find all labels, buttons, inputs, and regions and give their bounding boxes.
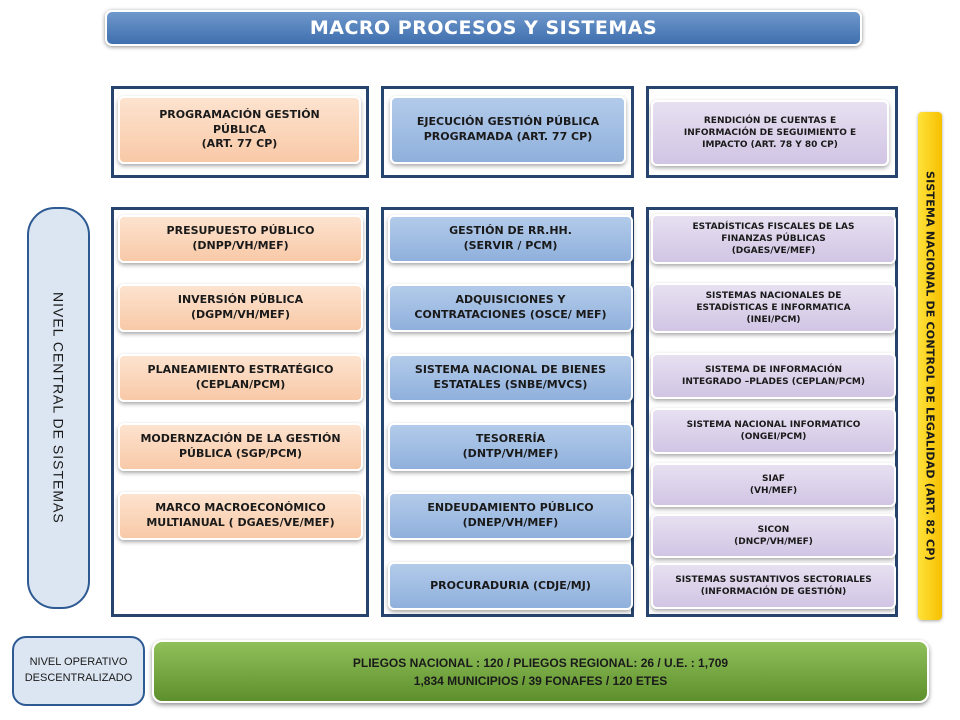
system-nacional-informatico: SISTEMA NACIONAL INFORMATICO (ONGEI/PCM)	[651, 408, 896, 454]
system-informacion-plades: SISTEMA DE INFORMACIÓN INTEGRADO –PLADES…	[651, 353, 896, 399]
system-tesoreria: TESORERÍA (DNTP/VH/MEF)	[388, 423, 633, 471]
pliegos-summary: PLIEGOS NACIONAL : 120 / PLIEGOS REGIONA…	[152, 640, 929, 703]
system-marco-macroeconomico: MARCO MACROECONÓMICO MULTIANUAL ( DGAES/…	[118, 492, 363, 540]
sistema-nacional-control-text: SISTEMA NACIONAL DE CONTROL DE LEGALIDAD…	[923, 171, 937, 561]
system-gestion-rrhh: GESTIÓN DE RR.HH. (SERVIR / PCM)	[388, 215, 633, 263]
nivel-operativo-label: NIVEL OPERATIVO DESCENTRALIZADO	[12, 636, 145, 706]
sistema-nacional-control-bar: SISTEMA NACIONAL DE CONTROL DE LEGALIDAD…	[918, 112, 942, 620]
column-frame-programacion	[111, 207, 369, 617]
system-estadistica-informatica: SISTEMAS NACIONALES DE ESTADÍSTICAS E IN…	[651, 283, 896, 333]
system-planeamiento-estrategico: PLANEAMIENTO ESTRATÉGICO (CEPLAN/PCM)	[118, 354, 363, 402]
system-modernizacion-gestion: MODERNZACIÓN DE LA GESTIÓN PÚBLICA (SGP/…	[118, 423, 363, 471]
header-rendicion: RENDICIÓN DE CUENTAS E INFORMACIÓN DE SE…	[651, 100, 889, 166]
system-siaf: SIAF (VH/MEF)	[651, 463, 896, 507]
nivel-central-text: NIVEL CENTRAL DE SISTEMAS	[50, 292, 67, 524]
header-programacion: PROGRAMACIÓN GESTIÓN PÚBLICA (ART. 77 CP…	[118, 96, 361, 164]
system-sustantivos-sectoriales: SISTEMAS SUSTANTIVOS SECTORIALES (INFORM…	[651, 563, 896, 609]
system-presupuesto-publico: PRESUPUESTO PÚBLICO (DNPP/VH/MEF)	[118, 215, 363, 263]
system-inversion-publica: INVERSIÓN PÚBLICA (DGPM/VH/MEF)	[118, 284, 363, 332]
header-ejecucion: EJECUCIÓN GESTIÓN PÚBLICA PROGRAMADA (AR…	[390, 96, 626, 164]
nivel-central-label: NIVEL CENTRAL DE SISTEMAS	[27, 207, 90, 609]
system-sicon: SICON (DNCP/VH/MEF)	[651, 514, 896, 558]
system-bienes-estatales: SISTEMA NACIONAL DE BIENES ESTATALES (SN…	[388, 354, 633, 402]
column-frame-ejecucion	[381, 207, 634, 617]
system-adquisiciones: ADQUISICIONES Y CONTRATACIONES (OSCE/ ME…	[388, 284, 633, 332]
system-endeudamiento-publico: ENDEUDAMIENTO PÚBLICO (DNEP/VH/MEF)	[388, 492, 633, 540]
system-procuraduria: PROCURADURIA (CDJE/MJ)	[388, 562, 633, 610]
system-estadisticas-fiscales: ESTADÍSTICAS FISCALES DE LAS FINANZAS PÚ…	[651, 214, 896, 264]
page-title: MACRO PROCESOS Y SISTEMAS	[105, 10, 862, 46]
